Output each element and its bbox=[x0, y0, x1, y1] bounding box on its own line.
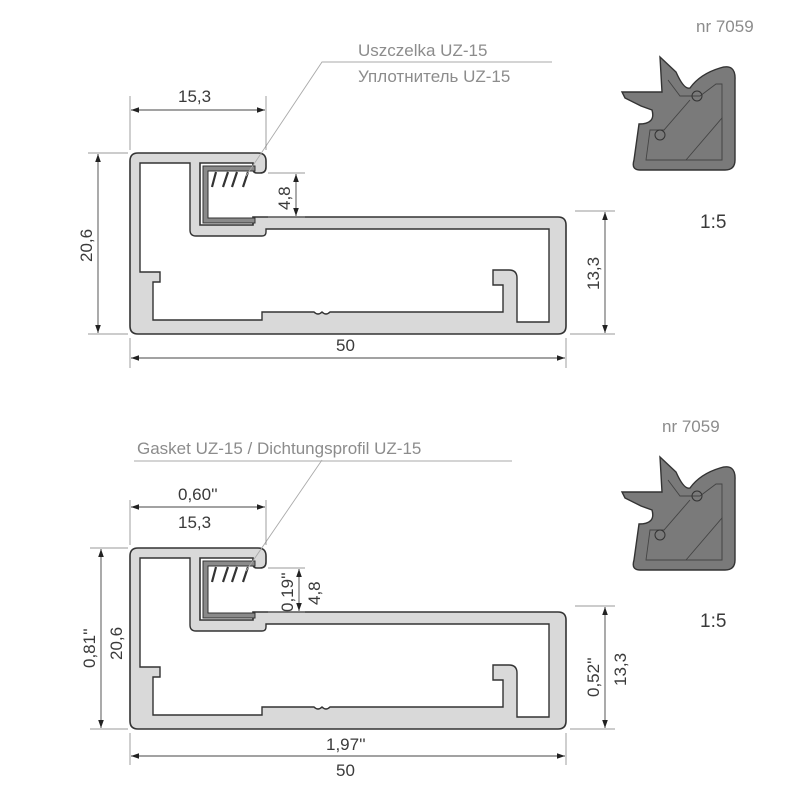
dim-gasket-height-in: 0,19'' bbox=[278, 572, 297, 612]
dim-right-height-in: 0,52'' bbox=[584, 657, 603, 697]
profile-section bbox=[128, 546, 568, 731]
dim-flange-width: 15,3 bbox=[178, 87, 211, 106]
corner-connector-icon bbox=[621, 56, 736, 171]
gasket-leader-line bbox=[245, 61, 552, 177]
gasket-label: Gasket UZ-15 / Dichtungsprofil UZ-15 bbox=[137, 439, 421, 458]
gasket-label-pl: Uszczelka UZ-15 bbox=[358, 41, 487, 60]
dim-gasket-height: 4,8 bbox=[305, 581, 324, 605]
dim-right-height: 13,3 bbox=[584, 257, 603, 290]
profile-section bbox=[128, 151, 568, 336]
dim-total-height-in: 0,81'' bbox=[80, 628, 99, 668]
dim-total-width: 50 bbox=[336, 761, 355, 780]
corner-connector-icon bbox=[621, 456, 736, 571]
bottom-drawing: nr 7059 1:5 Gasket UZ-15 / Dichtungsprof… bbox=[80, 417, 736, 780]
dim-total-width: 50 bbox=[336, 336, 355, 355]
part-number: nr 7059 bbox=[662, 417, 720, 436]
part-number: nr 7059 bbox=[696, 17, 754, 36]
dim-right-height: 13,3 bbox=[611, 653, 630, 686]
scale-label: 1:5 bbox=[700, 212, 726, 233]
dim-total-height: 20,6 bbox=[77, 229, 96, 262]
dim-flange-width: 15,3 bbox=[178, 513, 211, 532]
gasket-leader-line bbox=[134, 459, 512, 572]
gasket-label-ru: Уплотнитель UZ-15 bbox=[358, 67, 510, 86]
dim-total-width-in: 1,97'' bbox=[326, 735, 366, 754]
dim-gasket-height: 4,8 bbox=[275, 186, 294, 210]
dim-flange-width-in: 0,60'' bbox=[178, 485, 218, 504]
scale-label: 1:5 bbox=[700, 611, 726, 632]
dim-total-height: 20,6 bbox=[107, 627, 126, 660]
top-drawing: nr 7059 1:5 Uszczelka UZ-15 Уплотнитель … bbox=[77, 17, 754, 368]
